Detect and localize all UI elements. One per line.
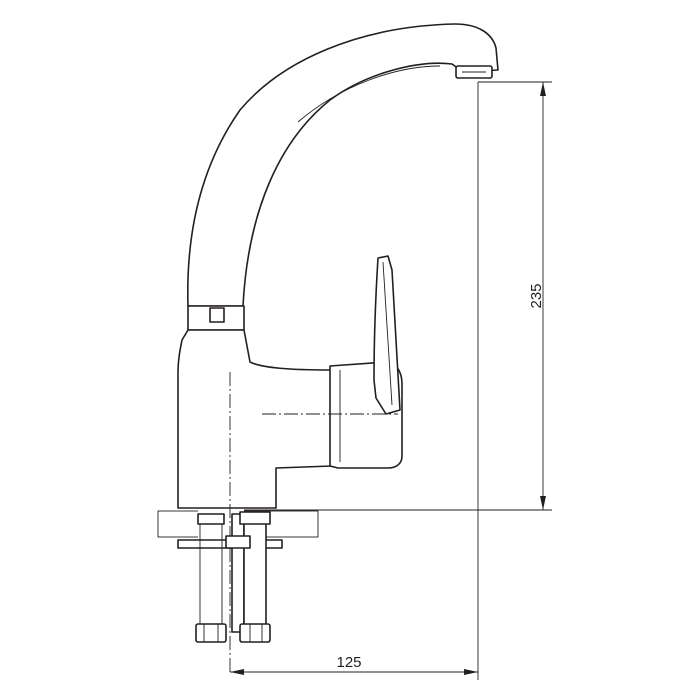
center-lines: [229, 372, 398, 672]
width-dimension-label: 125: [336, 654, 361, 671]
height-dimension: 235: [244, 81, 552, 511]
width-dimension: 125: [230, 82, 479, 680]
mounting-fittings: [177, 511, 283, 643]
faucet-body: [177, 23, 499, 509]
height-dimension-label: 235: [528, 283, 545, 308]
